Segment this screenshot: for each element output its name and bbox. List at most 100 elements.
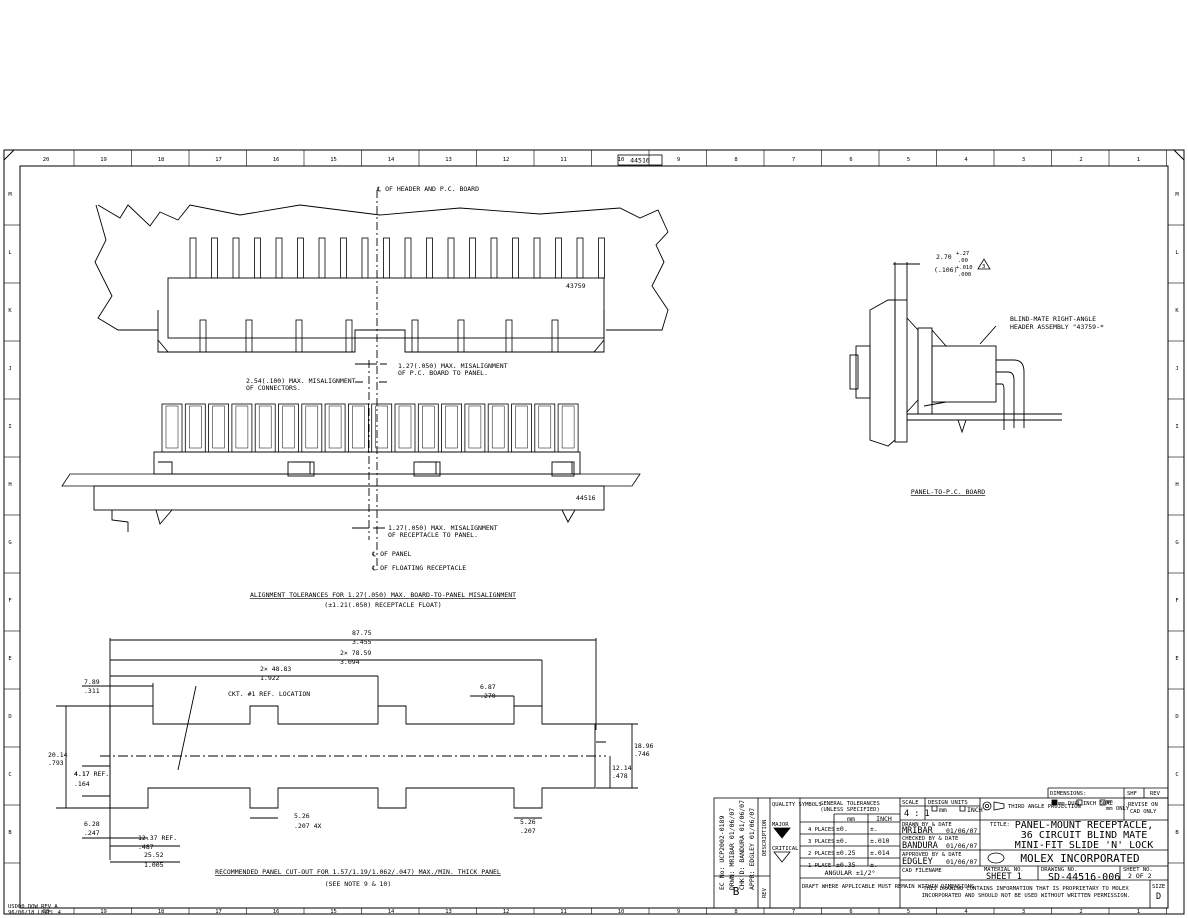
note-pcb-line1: 1.27(.050) MAX. MISALIGNMENT <box>398 362 508 370</box>
receptacle-cavity-inner <box>305 405 319 449</box>
side-label-line1: BLIND-MATE RIGHT-ANGLE <box>1010 315 1096 323</box>
zone-label-top: 2 <box>1079 157 1082 163</box>
receptacle-cavity <box>441 403 463 453</box>
zone-label-bottom: 15 <box>330 909 337 915</box>
zone-label-top: 7 <box>792 157 795 163</box>
drawn-date: 01/06/07 <box>946 827 977 835</box>
zone-label-top: 11 <box>560 157 567 163</box>
note-pcb-line2: OF P.C. BOARD TO PANEL. <box>398 369 488 377</box>
checked-label: CHECKED BY & DATE <box>902 836 958 842</box>
cutout-dim-inch: .487 <box>138 843 154 851</box>
zone-label-right: I <box>1175 424 1178 430</box>
cutout-outline <box>109 683 596 809</box>
rev-label: REV <box>1150 791 1161 797</box>
tol-mm: ±0. <box>836 825 848 833</box>
scale-value: 4 : 1 <box>904 809 930 819</box>
receptacle-cavity <box>464 403 486 453</box>
receptacle-cavity <box>557 403 579 453</box>
header-part-label: 43759 <box>566 282 586 290</box>
zone-label-right: F <box>1175 598 1178 604</box>
zone-label-bottom: 2 <box>1079 909 1082 915</box>
approved-date: 01/06/07 <box>946 858 977 866</box>
dim-opt-1: mm DUAL <box>1058 801 1082 807</box>
critical-symbol-icon <box>773 851 791 863</box>
tol-mm: ±0.25 <box>836 849 856 857</box>
receptacle-cavity <box>511 403 532 453</box>
sheet-number: 2 OF 2 <box>1128 872 1152 880</box>
material-value: SHEET 1 <box>986 872 1022 882</box>
revision-flag-icon <box>977 258 991 270</box>
revision-column: EC No: UCP2002-0189 DRWN: MRIBAR 01/06/0… <box>718 800 768 898</box>
zone-label-left: I <box>8 424 11 430</box>
zone-label-top: 20 <box>43 157 50 163</box>
header-pin <box>598 237 605 279</box>
zone-label-right: L <box>1175 250 1179 256</box>
receptacle-part-label: 44516 <box>576 494 596 502</box>
draft-note: DRAFT WHERE APPLICABLE MUST REMAIN WITHI… <box>802 884 974 890</box>
receptacle-cavity-inner <box>515 405 528 449</box>
tol-inch: ±. <box>870 861 878 869</box>
receptacle-cavity <box>184 403 206 453</box>
zone-label-left: H <box>8 482 11 488</box>
note-rec-line2: OF RECEPTACLE TO PANEL. <box>388 531 478 539</box>
zone-label-left: C <box>8 772 11 778</box>
inner-border <box>19 165 1169 909</box>
size-value: D <box>1156 892 1161 902</box>
receptacle-cavity <box>254 403 276 453</box>
cutout-dim-inch: .207 4X <box>294 822 321 830</box>
drawn-by: MRIBAR <box>902 826 934 836</box>
sheet-label: SHEET NO. <box>1123 867 1153 873</box>
svg-text:DESCRIPTION: DESCRIPTION <box>762 820 768 856</box>
header-pin <box>533 237 541 279</box>
zone-label-bottom: 17 <box>215 909 222 915</box>
quality-title: QUALITY SYMBOLS <box>772 802 822 808</box>
zone-label-top: 14 <box>388 157 395 163</box>
zone-label-top: 9 <box>677 157 680 163</box>
header-lower-pin <box>345 319 353 353</box>
header-lower-pin <box>505 319 513 353</box>
receptacle-cavity-inner <box>445 405 458 449</box>
zone-label-bottom: 20 <box>43 909 50 915</box>
units-mm: mm <box>939 806 947 814</box>
receptacle-cavity-inner <box>165 405 179 449</box>
side-dim-mm-tol-minus: .00 <box>958 258 968 264</box>
zone-label-right: H <box>1175 482 1178 488</box>
company-name: MOLEX INCORPORATED <box>1020 852 1139 865</box>
header-lower-pin <box>551 319 559 353</box>
zone-label-bottom: 18 <box>158 909 165 915</box>
zone-label-top: 16 <box>273 157 280 163</box>
zone-label-bottom: 7 <box>792 909 795 915</box>
cutout-dim-inch: .311 <box>84 687 100 695</box>
cutout-dim-inch: .270 <box>480 692 496 700</box>
zone-label-left: E <box>8 656 11 662</box>
float-centerline-label: ℄ OF FLOATING RECEPTACLE <box>371 564 466 572</box>
major-label: MAJOR <box>772 822 789 828</box>
cutout-dim-mm: 5.26 <box>294 812 310 820</box>
svg-text:DRWN: MRIBAR 01/06/07: DRWN: MRIBAR 01/06/07 <box>728 808 736 890</box>
cutout-dim-mm: 6.87 <box>480 683 496 691</box>
shf-label: SHF <box>1127 791 1137 797</box>
zone-ticks: 2020191918181717161615151414131312121111… <box>4 150 1184 915</box>
note-conn-line1: 2.54(.100) MAX. MISALIGNMENT <box>246 377 356 385</box>
zone-label-bottom: 12 <box>503 909 510 915</box>
receptacle-cavity-inner <box>328 405 342 449</box>
receptacle-cavity-inner <box>398 405 412 449</box>
receptacle-cavity <box>161 403 183 453</box>
receptacle-cavity <box>394 403 416 453</box>
zone-label-bottom: 5 <box>907 909 910 915</box>
tol-title-1: GENERAL TOLERANCES <box>820 801 880 807</box>
dim-opt-2: INCH DUAL <box>1083 801 1113 807</box>
side-dim-in-tol-minus: .000 <box>958 272 971 278</box>
receptacle-housing <box>153 451 581 475</box>
design-units-label: DESIGN UNITS <box>928 800 968 806</box>
major-symbol-icon <box>773 827 791 839</box>
tol-inch-header: INCH <box>876 815 892 823</box>
receptacle-cavity <box>371 403 393 453</box>
side-dim-in-tol-plus: +.010 <box>956 265 973 271</box>
side-label-line2: HEADER ASSEMBLY "43759-* <box>1010 323 1104 331</box>
header-pin <box>275 237 283 279</box>
cutout-dim-inch: .164 <box>74 780 90 788</box>
zone-label-bottom: 3 <box>1022 909 1025 915</box>
cutout-caption: RECOMMENDED PANEL CUT-OUT FOR 1.57/1.19/… <box>215 868 501 876</box>
